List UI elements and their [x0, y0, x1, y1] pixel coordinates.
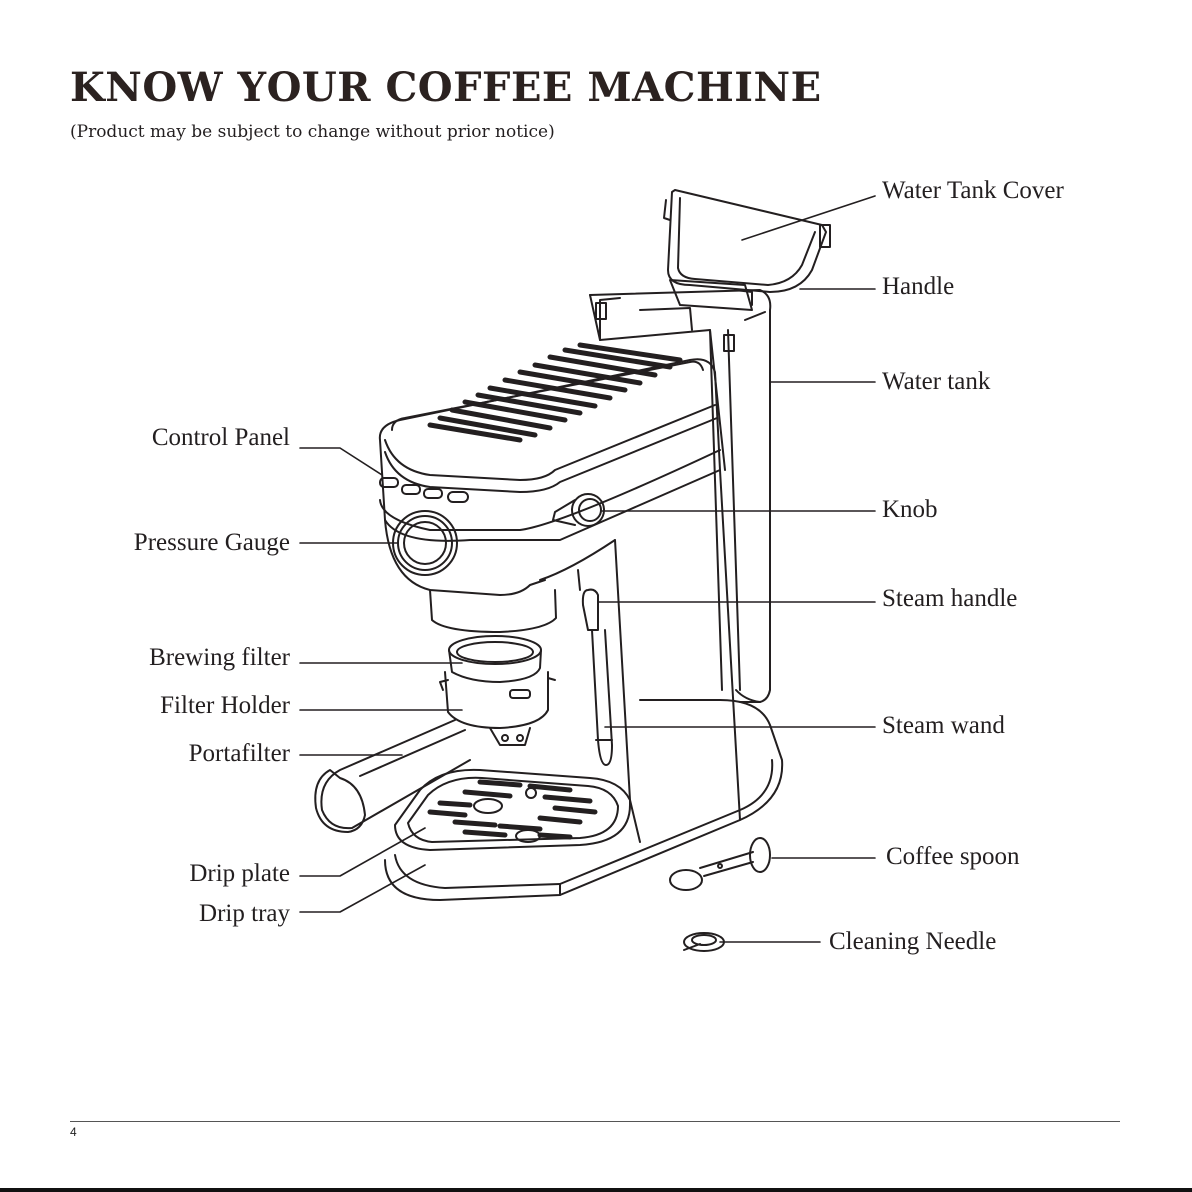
drip-plate-hole: [474, 799, 502, 813]
water-tank-cover: [664, 190, 830, 292]
label-brewing-filter: Brewing filter: [149, 645, 290, 670]
label-knob: Knob: [882, 497, 938, 522]
cleaning-needle: [684, 933, 724, 951]
machine-head: [380, 359, 720, 595]
steam-knob: [553, 494, 604, 526]
label-steam-wand: Steam wand: [882, 713, 1005, 738]
label-drip-plate: Drip plate: [189, 861, 290, 886]
label-cleaning-needle: Cleaning Needle: [829, 929, 996, 954]
label-water-tank: Water tank: [882, 369, 990, 394]
footer-divider: [70, 1121, 1120, 1122]
head-vent-grille: [430, 345, 680, 440]
label-steam-handle: Steam handle: [882, 586, 1017, 611]
group-head: [430, 590, 556, 632]
label-filter-holder: Filter Holder: [160, 693, 290, 718]
drip-plate-slots: [430, 782, 595, 837]
brewing-filter: [449, 636, 541, 682]
label-water-tank-cover: Water Tank Cover: [882, 178, 1064, 203]
bottom-edge-bar: [0, 1188, 1192, 1192]
pressure-gauge: [393, 511, 457, 575]
page-number: 4: [70, 1125, 77, 1139]
label-pressure-gauge: Pressure Gauge: [134, 530, 290, 555]
label-coffee-spoon: Coffee spoon: [886, 844, 1020, 869]
label-control-panel: Control Panel: [152, 425, 290, 450]
steam-wand: [578, 570, 612, 765]
drip-plate-knob: [526, 788, 536, 798]
coffee-spoon: [670, 838, 770, 890]
label-handle: Handle: [882, 274, 954, 299]
label-drip-tray: Drip tray: [199, 901, 290, 926]
label-portafilter: Portafilter: [189, 741, 290, 766]
control-panel-buttons: [380, 478, 468, 502]
